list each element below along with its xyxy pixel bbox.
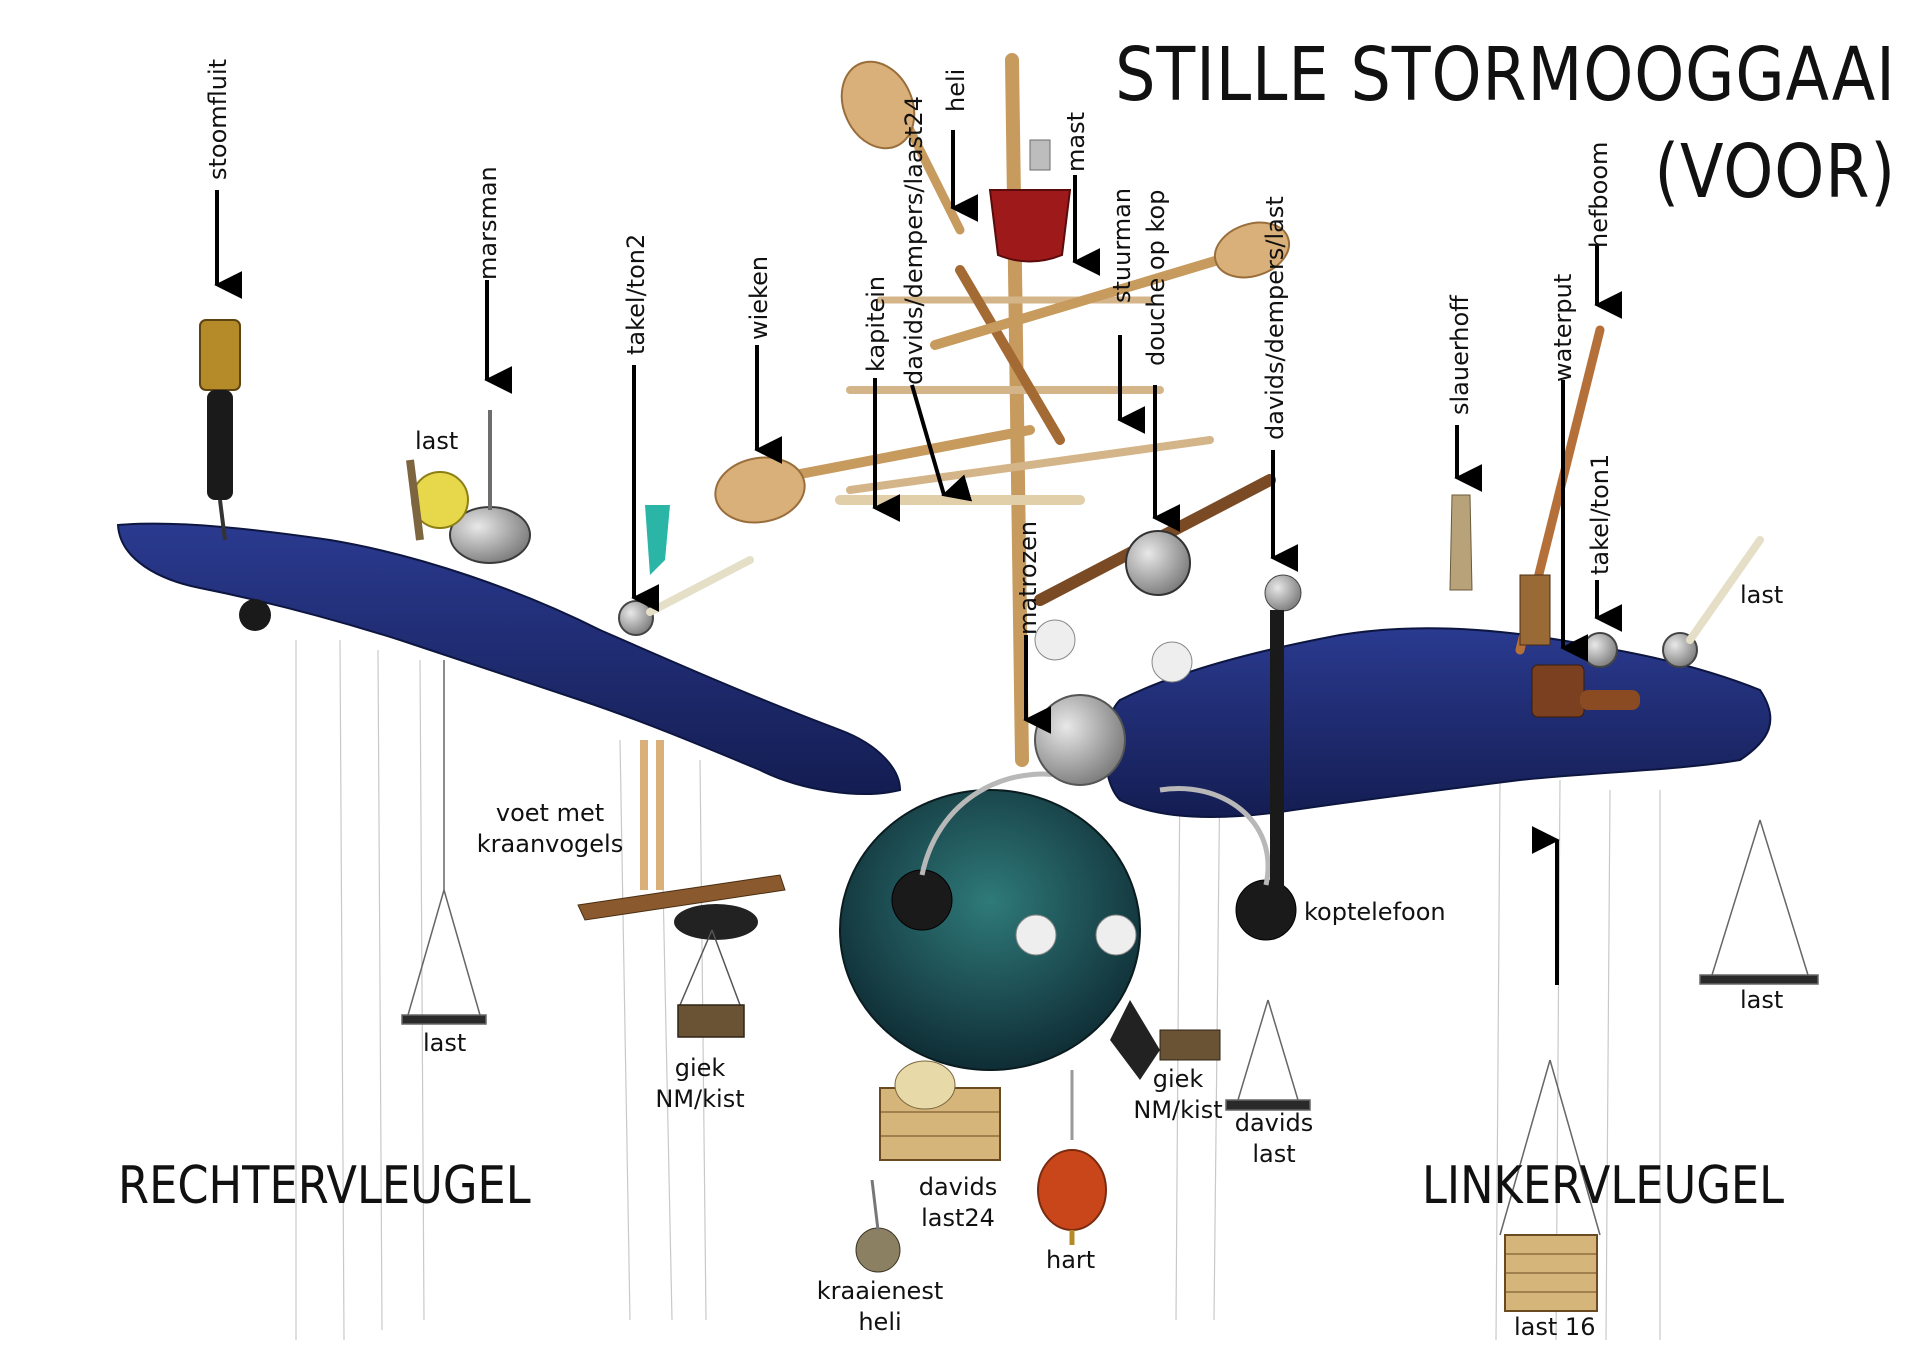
- label-takel-ton1: takel/ton1: [1586, 453, 1614, 575]
- label-mast: mast: [1062, 112, 1090, 172]
- label-davids-last: davids last: [1224, 1108, 1324, 1169]
- label-last-right-top: last: [1740, 581, 1784, 609]
- label-koptelefoon: koptelefoon: [1304, 898, 1446, 926]
- label-davids-last24-line2: last24: [921, 1203, 995, 1232]
- right-wing: [116, 522, 902, 795]
- wing-label-left: LINKERVLEUGEL: [1422, 1156, 1785, 1216]
- slauerhoff-object: [1449, 494, 1473, 591]
- label-matrozen: matrozen: [1014, 520, 1042, 635]
- waterput-hefboom-object: [1515, 325, 1640, 718]
- label-stoomfluit: stoomfluit: [204, 58, 232, 180]
- red-cup: [988, 189, 1072, 263]
- stoomfluit-object: [199, 319, 271, 631]
- davids-last24-stack: [879, 1060, 1001, 1161]
- label-hefboom: hefboom: [1585, 141, 1613, 248]
- giek-right-object: [1110, 1000, 1160, 1080]
- page-title: STILLE STORMOOGGAAI: [1115, 32, 1896, 118]
- label-giek-right-line1: giek: [1152, 1065, 1204, 1093]
- label-giek-left-line1: giek: [674, 1054, 726, 1082]
- page-subtitle: (VOOR): [1654, 129, 1896, 215]
- label-davids-last-line2: last: [1252, 1139, 1296, 1168]
- label-kapitein: kapitein: [862, 275, 890, 372]
- spoon-upper: [930, 221, 1291, 350]
- label-kraaienest-line2: heli: [858, 1307, 902, 1336]
- spoon-wieken: [714, 425, 1035, 524]
- label-kraaienest-line1: kraaienest: [816, 1277, 944, 1305]
- takel-ton2-object: [618, 505, 754, 636]
- label-takel-ton2: takel/ton2: [622, 233, 650, 355]
- label-voet-line1: voet met: [495, 799, 605, 827]
- label-waterput: waterput: [1549, 273, 1577, 382]
- label-voet-line2: kraanvogels: [476, 829, 624, 858]
- label-wieken: wieken: [745, 255, 773, 340]
- last-16-stack: [1499, 1059, 1601, 1312]
- wing-label-right: RECHTERVLEUGEL: [118, 1156, 531, 1216]
- front-cup: [1034, 694, 1126, 786]
- label-davids-last24-line1: davids: [918, 1173, 998, 1201]
- kraaienest-object: [855, 1179, 901, 1273]
- spoon-top: [840, 60, 965, 235]
- sculpture-body: [839, 789, 1141, 1071]
- label-davids-dempers-last: davids/dempers/last: [1261, 196, 1289, 440]
- label-last-right-bottom: last: [1740, 986, 1784, 1014]
- giek-left-object: [677, 929, 745, 1038]
- label-heli: heli: [942, 68, 970, 112]
- label-davids-last-line1: davids: [1234, 1109, 1314, 1137]
- label-giek-left: giek NM/kist: [650, 1053, 750, 1114]
- koptelefoon-cup: [891, 869, 953, 931]
- voet-object: [577, 740, 786, 940]
- label-davids-last24: davids last24: [908, 1172, 1008, 1233]
- koptelefoon-cup-right: [1235, 879, 1297, 941]
- label-davids-dempers-laast24: davids/dempers/laast24: [900, 95, 928, 385]
- label-last-16: last 16: [1514, 1313, 1596, 1341]
- davids-last-scale: [1225, 999, 1311, 1111]
- label-last-top-left: last: [415, 427, 459, 455]
- callout-arrows: [214, 130, 1623, 985]
- marsman-object: [406, 410, 531, 564]
- label-voet-met-kraanvogels: voet met kraanvogels: [470, 798, 630, 859]
- last-left-scale: [401, 660, 487, 1025]
- label-stuurman: stuurman: [1108, 187, 1136, 303]
- last-right-scale: [1699, 819, 1819, 985]
- takel-ton1-object: [1582, 536, 1764, 668]
- label-giek-left-line2: NM/kist: [655, 1084, 745, 1113]
- douche-bowl: [1125, 530, 1191, 596]
- label-douche-op-kop: douche op kop: [1142, 189, 1170, 366]
- label-hart: hart: [1046, 1246, 1096, 1274]
- label-slauerhoff: slauerhoff: [1446, 295, 1474, 415]
- label-kraaienest-heli: kraaienest heli: [810, 1276, 950, 1337]
- label-last-bottom-left: last: [423, 1029, 467, 1057]
- label-giek-right: giek NM/kist: [1128, 1064, 1228, 1125]
- arrow-davids-dempers-laast24: [910, 384, 973, 502]
- label-giek-right-line2: NM/kist: [1133, 1095, 1223, 1124]
- hart-object: [1037, 1070, 1107, 1245]
- label-marsman: marsman: [474, 166, 502, 280]
